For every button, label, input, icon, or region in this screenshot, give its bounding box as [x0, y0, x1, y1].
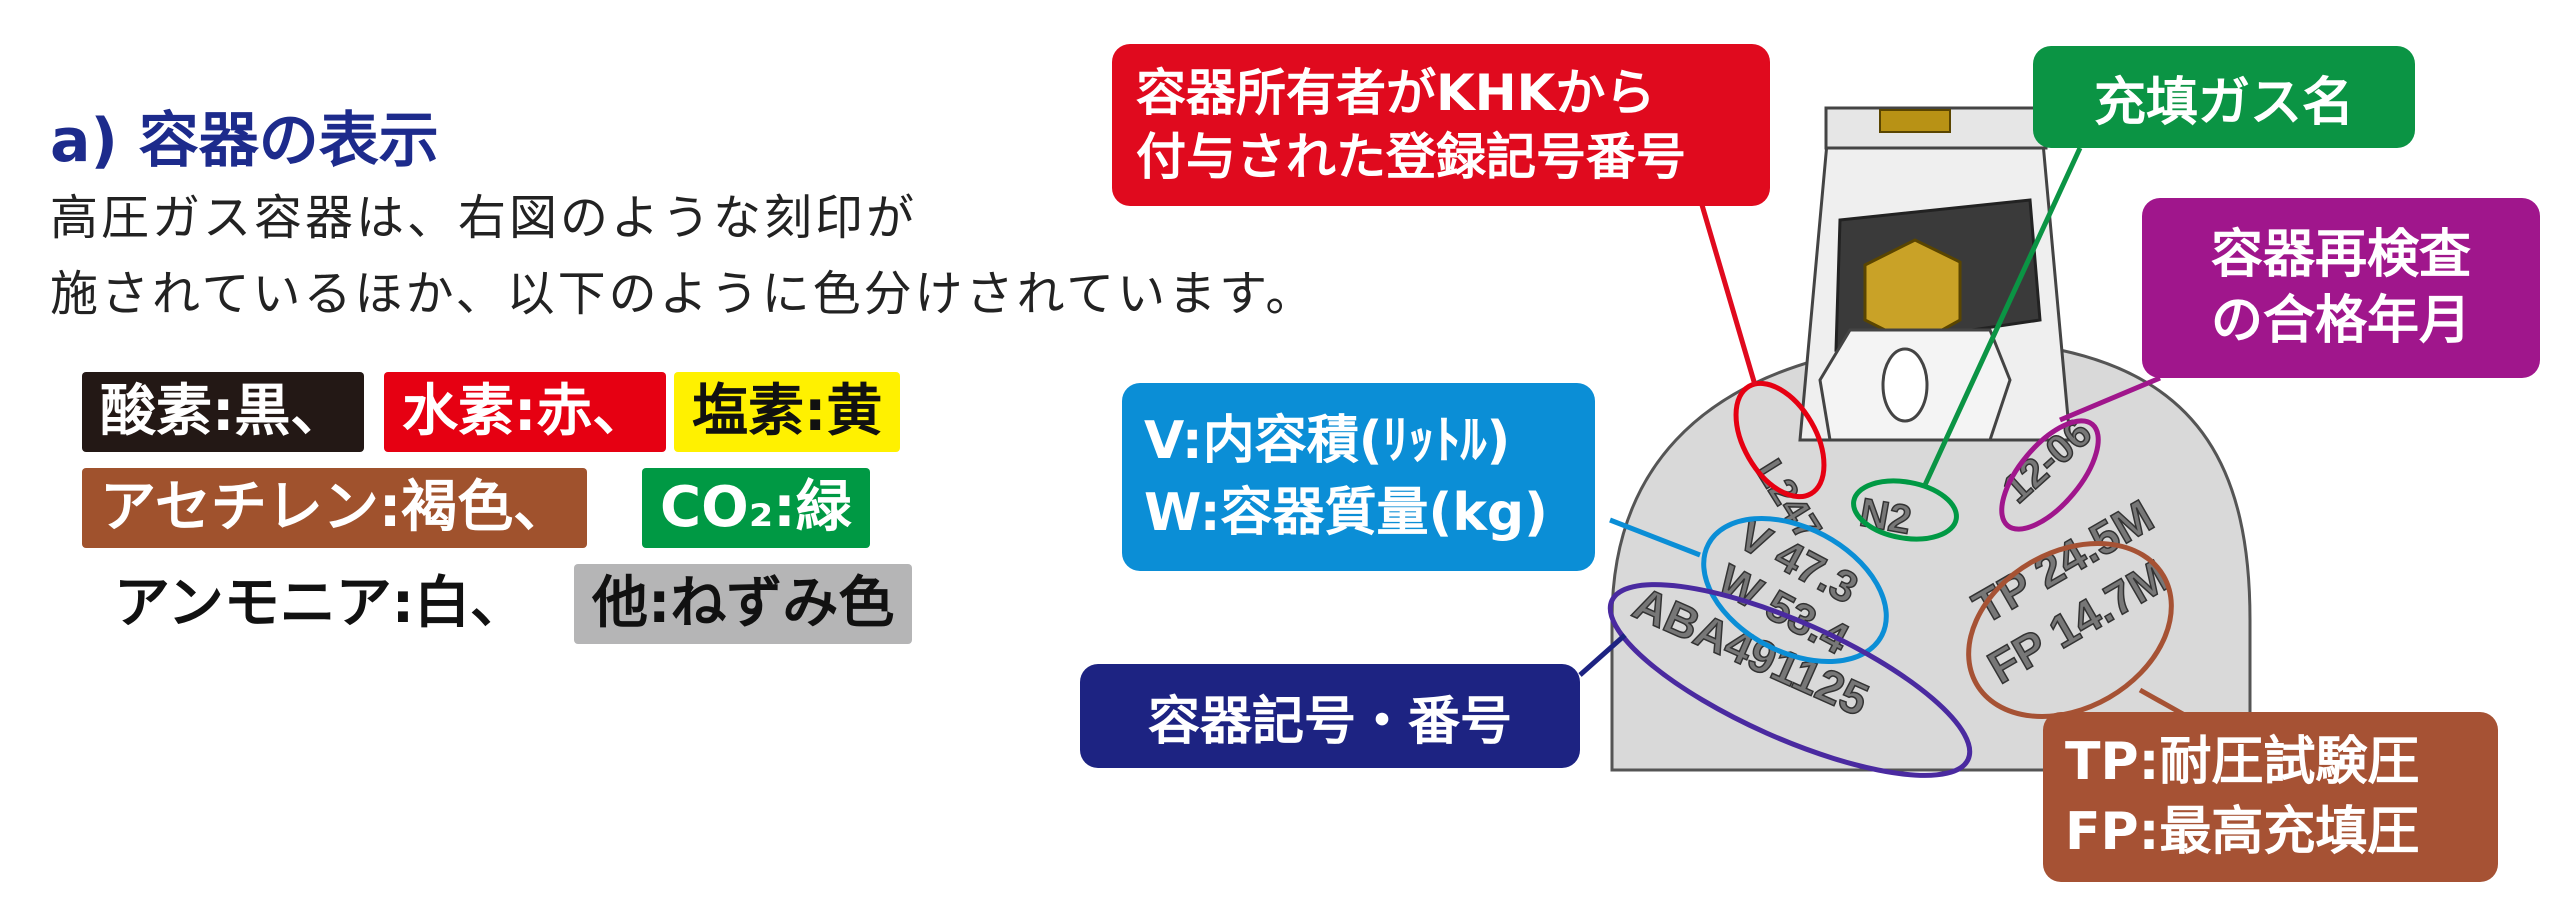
chip-ammonia: アンモニア:白、 — [114, 571, 527, 636]
callout-reinspection-line1: 容器再検査 — [2210, 225, 2471, 285]
callout-owner-registration: 容器所有者がKHKから 付与された登録記号番号 — [1112, 44, 1770, 206]
chip-oxygen: 酸素:黒、 — [82, 372, 365, 452]
callout-owner-registration-line1: 容器所有者がKHKから — [1136, 64, 1656, 122]
callout-gas-name: 充填ガス名 — [2033, 46, 2415, 148]
leader-lines — [1578, 146, 2192, 721]
chip-chlorine: 塩素:黄 — [674, 372, 901, 452]
callout-volume-mass: V:内容積(ﾘｯﾄﾙ) W:容器質量(kg) — [1122, 383, 1595, 571]
callout-container-id-text: 容器記号・番号 — [1147, 691, 1512, 752]
page-title: a) 容器の表示 — [50, 106, 439, 176]
callout-reinspection-line2: の合格年月 — [2210, 291, 2471, 351]
chip-hydrogen: 水素:赤、 — [384, 372, 667, 452]
callout-owner-registration-line2: 付与された登録記号番号 — [1136, 128, 1686, 186]
callout-reinspection: 容器再検査 の合格年月 — [2142, 198, 2540, 378]
callout-container-id: 容器記号・番号 — [1080, 664, 1580, 768]
callout-fp-line: FP:最高充填圧 — [2065, 802, 2420, 862]
callout-mass-line: W:容器質量(kg) — [1144, 483, 1548, 543]
description-line-1: 高圧ガス容器は、右図のような刻印が — [50, 190, 918, 246]
callout-gas-name-text: 充填ガス名 — [2093, 72, 2354, 133]
chip-other: 他:ねずみ色 — [574, 564, 913, 644]
chip-co2: CO₂:緑 — [642, 468, 870, 548]
stamp-outlines — [1607, 380, 2174, 778]
callout-tp-line: TP:耐圧試験圧 — [2065, 732, 2420, 792]
callout-pressures: TP:耐圧試験圧 FP:最高充填圧 — [2043, 712, 2498, 882]
chip-acetylene: アセチレン:褐色、 — [82, 468, 588, 548]
cylinder-illustration — [1610, 106, 2252, 772]
callout-volume-line: V:内容積(ﾘｯﾄﾙ) — [1144, 411, 1511, 471]
description-line-2: 施されているほか、以下のように色分けされています。 — [50, 266, 1317, 322]
